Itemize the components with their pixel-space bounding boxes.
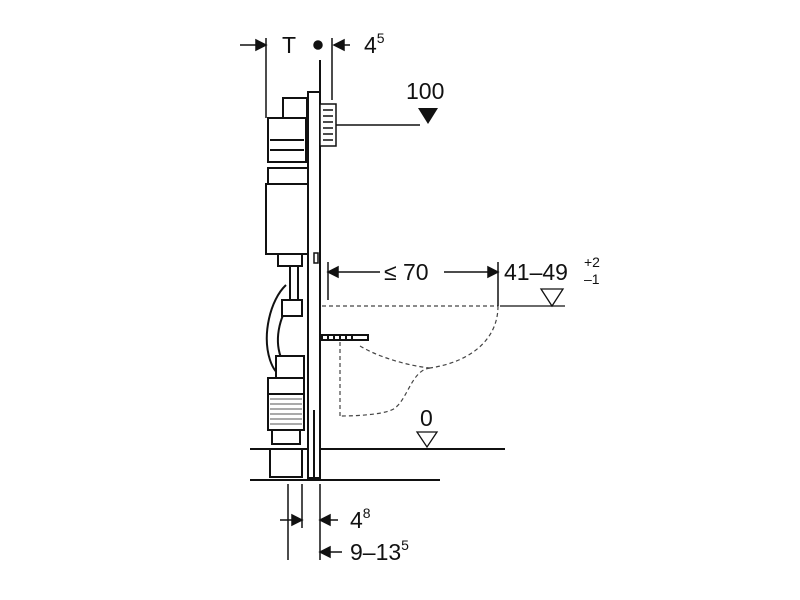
label-gap-sup: 5: [377, 30, 385, 46]
height-100-marker: [418, 108, 438, 124]
label-seat-tolerance-plus: +2: [584, 254, 600, 270]
label-wall-range-sup: 5: [401, 537, 409, 553]
label-wall-range-base: 9–13: [350, 539, 401, 565]
mounting-rod: [319, 334, 369, 341]
label-height-100: 100: [406, 78, 444, 104]
wc-bowl-outline: [322, 305, 499, 417]
pipework: [265, 266, 305, 381]
label-frame-base: 4: [350, 507, 363, 533]
label-frame-sup: 8: [363, 505, 371, 521]
label-frame-depth: 48: [350, 505, 371, 533]
label-max-distance: ≤ 70: [384, 259, 429, 285]
label-floor-zero: 0: [420, 405, 433, 431]
label-t: T: [282, 32, 296, 58]
dimension-distance: [313, 252, 500, 306]
dimension-bottom: [280, 484, 342, 560]
seat-height-marker: [500, 288, 565, 308]
label-seat-height: 41–49: [504, 259, 568, 285]
label-seat-tolerance-minus: –1: [584, 271, 600, 287]
dimension-top: [240, 38, 350, 118]
flush-plate: [319, 103, 420, 147]
label-gap: 45: [364, 30, 385, 58]
drain-pipe: [267, 377, 305, 478]
mounting-frame: [307, 60, 321, 479]
label-gap-base: 4: [364, 32, 377, 58]
label-wall-range: 9–135: [350, 537, 409, 565]
floor-zero-marker: [415, 431, 439, 449]
cistern: [265, 97, 309, 267]
